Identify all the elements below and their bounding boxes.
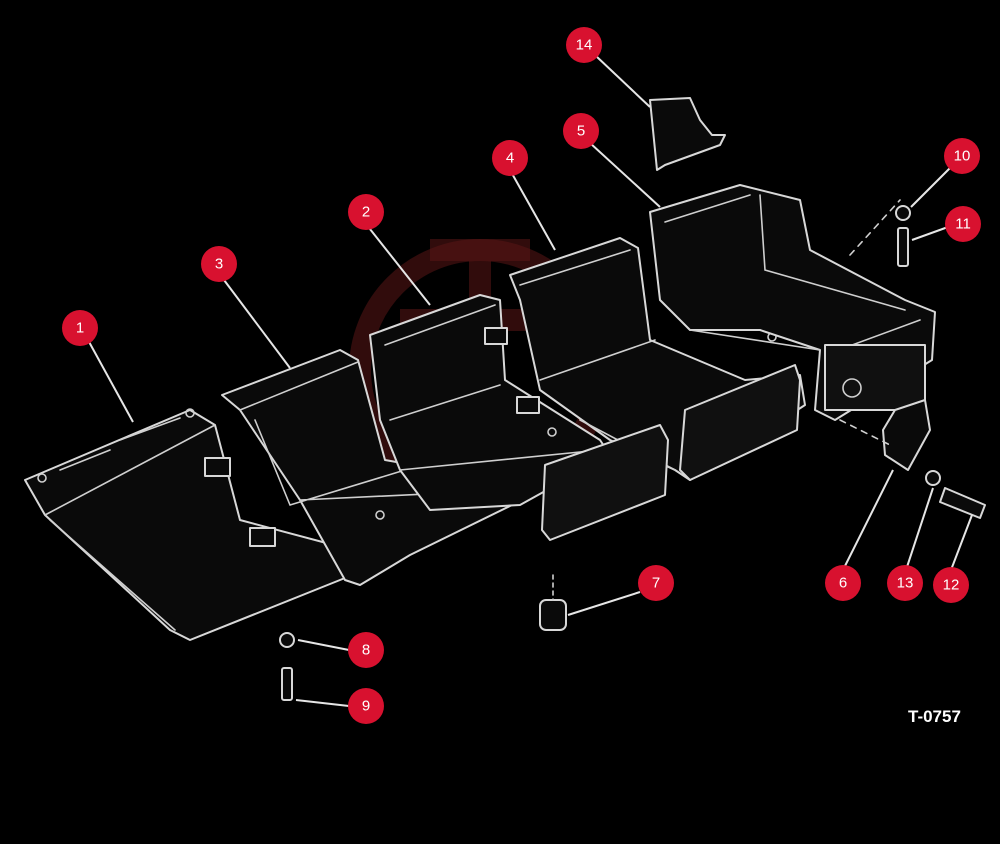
callout-3-label: 3	[215, 256, 223, 273]
callout-5[interactable]: 5	[563, 113, 599, 149]
part-14-bracket	[649, 97, 726, 171]
figure-code: T-0757	[908, 707, 961, 726]
callout-9-label: 9	[362, 698, 370, 715]
callout-13-label: 13	[897, 575, 914, 592]
callout-2[interactable]: 2	[348, 194, 384, 230]
callout-3[interactable]: 3	[201, 246, 237, 282]
callout-11-label: 11	[955, 216, 971, 233]
callout-4[interactable]: 4	[492, 140, 528, 176]
callout-9[interactable]: 9	[348, 688, 384, 724]
callout-6-label: 6	[839, 575, 847, 592]
callout-1-label: 1	[76, 320, 84, 337]
part-2-center-section	[369, 294, 611, 511]
callout-7-label: 7	[652, 575, 660, 592]
callout-7[interactable]: 7	[638, 565, 674, 601]
callout-6[interactable]: 6	[825, 565, 861, 601]
part-6-plate	[882, 399, 931, 471]
callout-1[interactable]: 1	[62, 310, 98, 346]
part-3-left-pan	[221, 349, 513, 586]
callout-11[interactable]: 11	[945, 206, 981, 242]
leader-lines	[87, 55, 973, 707]
callout-14[interactable]: 14	[566, 27, 602, 63]
hardware	[279, 199, 986, 701]
callout-10[interactable]: 10	[944, 138, 980, 174]
bracket-panel-center	[541, 364, 801, 541]
callout-4-label: 4	[506, 150, 514, 167]
callout-10-label: 10	[954, 148, 971, 165]
callout-8-label: 8	[362, 642, 370, 659]
callout-12[interactable]: 12	[933, 567, 969, 603]
callout-2-label: 2	[362, 204, 370, 221]
callout-8[interactable]: 8	[348, 632, 384, 668]
callout-12-label: 12	[943, 577, 960, 594]
callout-14-label: 14	[576, 37, 593, 54]
callout-5-label: 5	[577, 123, 585, 140]
callout-13[interactable]: 13	[887, 565, 923, 601]
part-1-front-pan	[24, 408, 361, 641]
part-5-rear-tray	[649, 184, 936, 421]
